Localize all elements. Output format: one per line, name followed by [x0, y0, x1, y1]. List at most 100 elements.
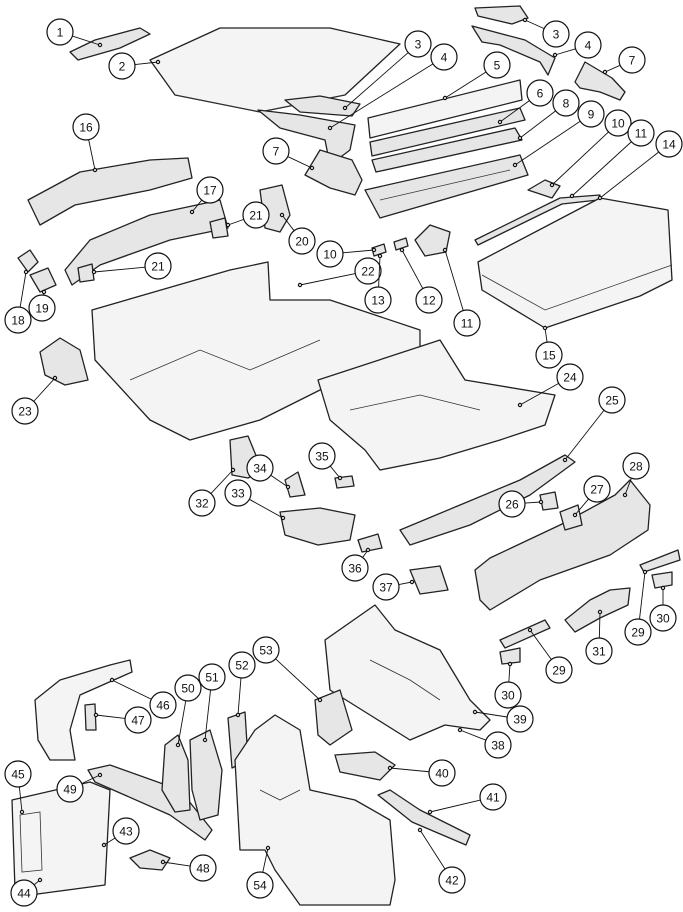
callout-17: 17	[189, 176, 224, 215]
leader-line	[227, 218, 244, 226]
part-clip-12	[393, 237, 409, 251]
callout-number: 10	[611, 117, 625, 131]
callout-circle	[583, 475, 611, 503]
leader-arrow-icon	[377, 253, 383, 259]
callout-number: 47	[131, 714, 145, 728]
leader-arrow-icon	[155, 59, 161, 65]
callout-circle	[622, 452, 650, 480]
leader-line	[262, 847, 269, 873]
callout-circle	[506, 705, 534, 733]
callout-circle	[242, 201, 270, 229]
callout-42: 42	[417, 827, 466, 894]
leader-arrow-icon	[97, 772, 103, 778]
leader-line	[378, 255, 381, 288]
leader-arrow-icon	[642, 569, 648, 575]
part-brace-34	[284, 471, 306, 498]
leader-arrow-icon	[365, 547, 371, 553]
leader-arrow-icon	[562, 457, 568, 463]
callout-10: 10	[549, 109, 632, 188]
callout-circle	[46, 18, 74, 46]
leader-line	[419, 829, 446, 870]
leader-line	[444, 249, 464, 311]
leader-arrow-icon	[409, 579, 415, 585]
leader-line	[287, 156, 313, 169]
callout-circle	[252, 636, 280, 664]
callout-number: 37	[379, 581, 393, 595]
leader-line	[519, 382, 559, 406]
leader-line	[599, 151, 660, 199]
leader-line	[344, 52, 409, 109]
leader-line	[18, 786, 23, 813]
leader-line	[111, 679, 152, 700]
callout-8: 8	[517, 89, 580, 141]
leader-arrow-icon	[265, 845, 271, 851]
callout-12: 12	[399, 247, 443, 314]
callout-number: 9	[588, 108, 595, 122]
callout-circle	[198, 663, 226, 691]
leader-line	[444, 71, 487, 99]
callout-circle	[655, 130, 683, 158]
callout-4: 4	[327, 43, 458, 131]
part-pillar-50	[161, 734, 191, 813]
leader-arrow-icon	[457, 727, 463, 733]
shelf-crease	[379, 169, 511, 201]
leader-arrow-icon	[93, 712, 99, 718]
callout-43: 43	[101, 817, 140, 848]
leader-line	[574, 498, 589, 516]
leader-line	[459, 729, 487, 741]
leader-arrow-icon	[327, 125, 333, 131]
callout-number: 49	[63, 783, 77, 797]
leader-arrow-icon	[285, 484, 291, 490]
part-bracket-27	[559, 504, 583, 531]
callout-circle	[585, 637, 613, 665]
leader-arrow-icon	[235, 712, 241, 718]
callout-circle	[246, 454, 274, 482]
leader-arrow-icon	[280, 515, 286, 521]
callout-4: 4	[552, 31, 602, 59]
callout-number: 36	[348, 562, 362, 576]
callout-53: 53	[252, 636, 323, 703]
leader-arrow-icon	[597, 609, 603, 615]
part-rear-bow	[369, 107, 526, 157]
leader-line	[134, 61, 159, 66]
callout-number: 11	[461, 317, 474, 331]
callout-number: 11	[635, 127, 648, 141]
callout-circle	[144, 252, 172, 280]
callout-number: 27	[590, 483, 604, 497]
leader-arrow-icon	[522, 17, 528, 23]
leader-line	[544, 327, 548, 343]
part-reinforcement-31	[564, 587, 631, 633]
leader-line	[19, 271, 27, 308]
callout-circle	[430, 43, 458, 71]
callout-circle	[542, 20, 570, 48]
callout-21: 21	[225, 201, 270, 229]
part-rear-end-panel	[474, 479, 651, 611]
leader-arrow-icon	[175, 742, 181, 748]
callout-circle	[4, 306, 32, 334]
leader-arrow-icon	[399, 247, 405, 253]
leader-arrow-icon	[427, 809, 433, 815]
callout-circle	[479, 783, 507, 811]
callout-3: 3	[522, 17, 570, 48]
callout-circle	[598, 386, 626, 414]
rear-floor-crease	[349, 394, 481, 411]
leader-arrow-icon	[92, 167, 98, 173]
callout-circle	[556, 363, 584, 391]
part-front-header	[69, 27, 151, 61]
callout-30: 30	[494, 661, 522, 709]
callout-36: 36	[341, 547, 371, 582]
leader-line	[499, 100, 530, 123]
callout-number: 21	[249, 209, 263, 223]
leader-arrow-icon	[507, 661, 513, 667]
callout-circle	[108, 52, 136, 80]
part-pillar-51	[189, 729, 223, 821]
callout-6: 6	[497, 79, 554, 125]
part-clip-13	[371, 243, 387, 257]
callout-25: 25	[562, 386, 626, 463]
callout-number: 32	[195, 497, 209, 511]
leader-arrow-icon	[52, 375, 58, 381]
callout-circle	[354, 257, 382, 285]
leader-line	[398, 581, 413, 585]
leader-line	[429, 799, 481, 813]
leader-line	[81, 774, 101, 784]
